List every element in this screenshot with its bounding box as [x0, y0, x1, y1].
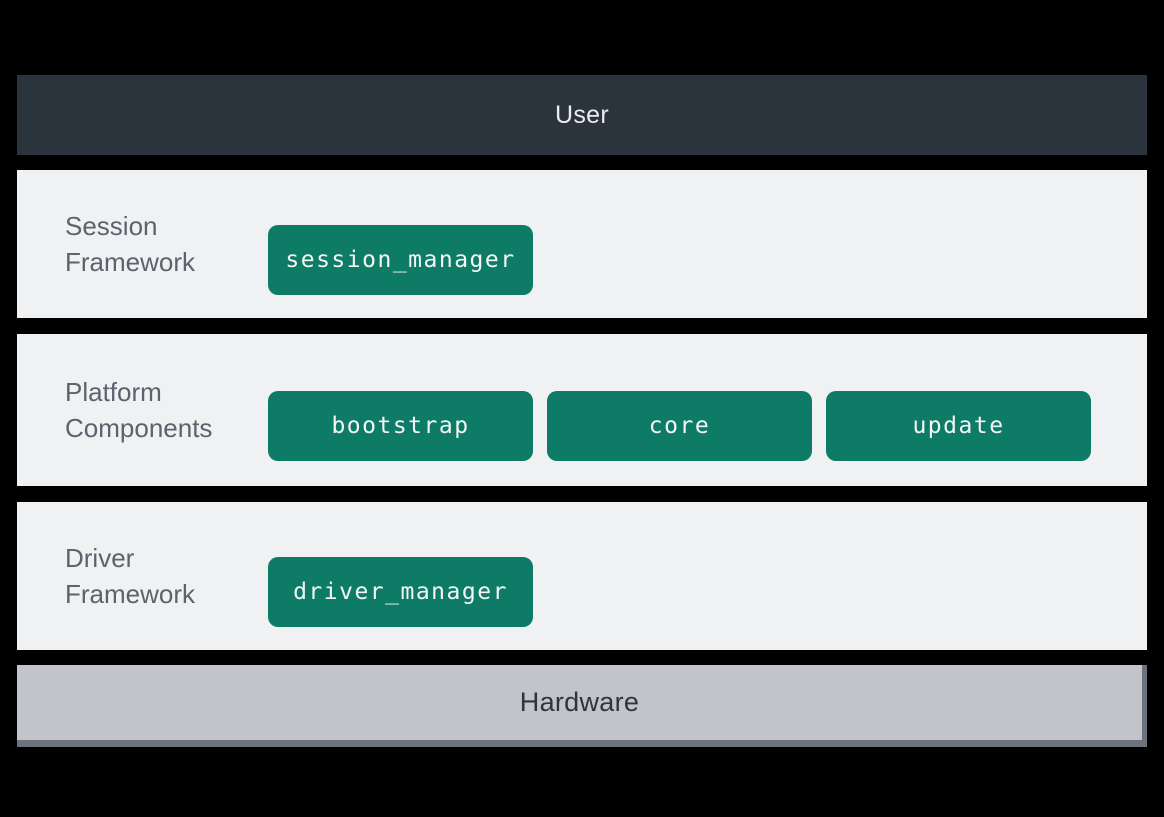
layer-session-framework: Session Framework session_manager: [17, 170, 1147, 318]
module-driver-manager: driver_manager: [268, 557, 533, 627]
hardware-layer-bar: Hardware: [17, 665, 1147, 747]
session-framework-label: Session Framework: [65, 211, 196, 277]
user-layer-label: User: [555, 100, 609, 129]
user-layer-bar: User: [17, 75, 1147, 155]
module-core: core: [547, 391, 812, 461]
driver-framework-label: Driver Framework: [65, 543, 196, 609]
layer-driver-framework: Driver Framework driver_manager: [17, 502, 1147, 650]
layer-platform-components: Platform Components bootstrap core updat…: [17, 334, 1147, 486]
driver-framework-modules: driver_manager: [268, 557, 533, 627]
session-framework-modules: session_manager: [268, 225, 533, 295]
hardware-layer-label: Hardware: [519, 687, 640, 717]
module-bootstrap: bootstrap: [268, 391, 533, 461]
platform-components-modules: bootstrap core update: [268, 391, 1091, 461]
platform-components-label: Platform Components: [65, 377, 213, 443]
module-session-manager: session_manager: [268, 225, 533, 295]
module-update: update: [826, 391, 1091, 461]
